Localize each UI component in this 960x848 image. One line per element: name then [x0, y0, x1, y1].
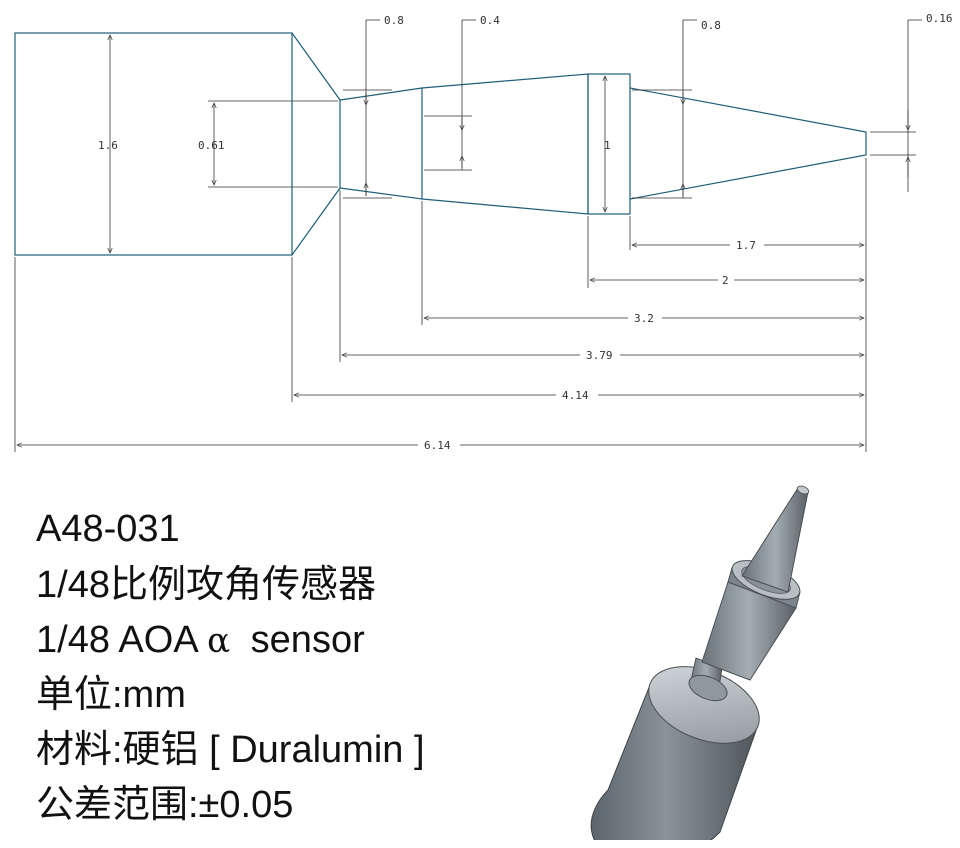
render-body — [590, 485, 810, 840]
body-cylinder — [14, 32, 293, 256]
title-chinese: 1/48比例攻角传感器 — [36, 564, 376, 606]
dimension-lines — [14, 19, 922, 452]
tip-cone — [629, 87, 867, 200]
dim-callout-a: 0.8 — [384, 14, 404, 27]
title-english-suffix: sensor — [250, 619, 365, 661]
dimension-labels: 1.6 0.61 0.8 0.4 1 0.8 0.16 1.7 2 3.2 3.… — [98, 12, 953, 452]
collar — [587, 73, 631, 215]
dim-body-diameter: 1.6 — [98, 139, 118, 152]
dim-callout-b: 0.4 — [480, 14, 500, 27]
alpha-symbol: α — [207, 621, 231, 661]
body-chamfer — [291, 32, 341, 256]
upper-cone — [421, 73, 589, 215]
dim-length-5: 4.14 — [562, 389, 589, 402]
dim-length-4: 3.79 — [586, 349, 613, 362]
part-outline — [14, 32, 867, 256]
dim-length-1: 1.7 — [736, 239, 756, 252]
dim-length-6: 6.14 — [424, 439, 451, 452]
dim-collar-diameter: 1 — [604, 139, 611, 152]
title-english-prefix: 1/48 AOA — [36, 619, 197, 661]
material-label: 材料:硬铝 [ Duralumin ] — [36, 729, 425, 771]
tolerance-label: 公差范围:±0.05 — [36, 784, 294, 826]
title-english: 1/48 AOA α sensor — [36, 621, 365, 659]
unit-label: 单位:mm — [36, 674, 186, 716]
technical-drawing: 1.6 0.61 0.8 0.4 1 0.8 0.16 1.7 2 3.2 3.… — [14, 12, 953, 452]
dim-callout-c: 0.8 — [701, 19, 721, 32]
dim-tip-diameter: 0.16 — [926, 12, 953, 25]
dim-length-3: 3.2 — [634, 312, 654, 325]
neck-taper — [339, 87, 423, 200]
dim-neck-diameter: 0.61 — [198, 139, 225, 152]
dim-length-2: 2 — [722, 274, 729, 287]
part-number: A48-031 — [36, 508, 180, 550]
part-3d-render — [590, 485, 810, 840]
